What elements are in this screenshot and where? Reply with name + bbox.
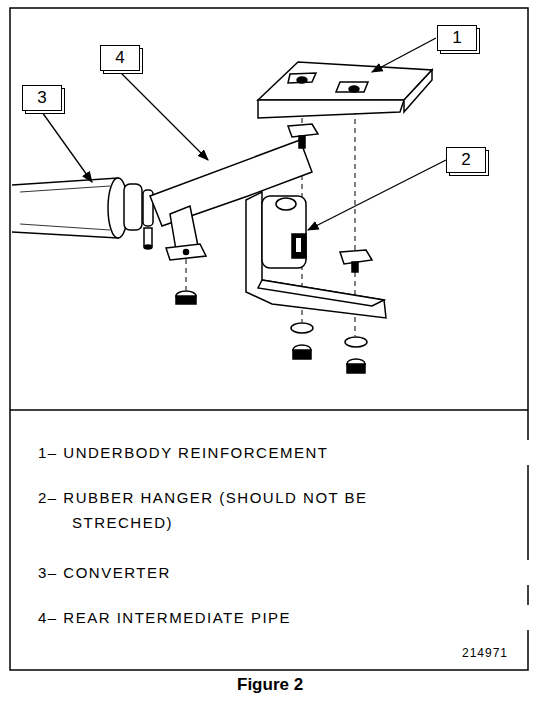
- leader-lines: [308, 160, 446, 230]
- underbody-reinforcement: [258, 100, 404, 118]
- converter: [144, 245, 152, 249]
- converter: [124, 184, 142, 230]
- hex-nuts: [293, 350, 311, 359]
- legend-line: 2– RUBBER HANGER (SHOULD NOT BE STRECHED…: [38, 485, 402, 535]
- hex-nuts: [176, 291, 367, 373]
- callout-box: 4: [100, 45, 140, 71]
- callout-number: 1: [452, 28, 461, 48]
- rear-intermediate-pipe: [184, 250, 189, 255]
- clip-nuts: [288, 124, 372, 272]
- legend-line: 4– REAR INTERMEDIATE PIPE: [38, 605, 542, 630]
- callout-box: 1: [437, 25, 477, 51]
- rubber-hanger: [246, 192, 386, 318]
- hex-nuts: [176, 296, 196, 304]
- rubber-hanger: [258, 280, 384, 306]
- underbody-reinforcement: [297, 77, 307, 83]
- converter: [12, 178, 153, 249]
- converter: [12, 178, 118, 238]
- underbody-reinforcement: [336, 82, 368, 92]
- underbody-reinforcement: [288, 73, 316, 83]
- leader-lines: [120, 72, 208, 160]
- pipe-bracket-tab: [166, 244, 206, 260]
- callout-box: 2: [446, 147, 486, 173]
- underbody-reinforcement: [404, 70, 432, 112]
- dashed-bolt-lines: [355, 92, 356, 250]
- flange-bolt: [144, 228, 152, 246]
- callout-number: 4: [115, 48, 124, 68]
- hex-nuts: [291, 323, 313, 333]
- leader-lines: [42, 38, 446, 230]
- callout-number: 3: [37, 88, 46, 108]
- rubber-hanger: [246, 192, 386, 318]
- leader-lines: [372, 38, 436, 72]
- clip-nuts: [352, 262, 358, 272]
- legend-line: 3– CONVERTER: [38, 560, 542, 585]
- hex-nuts: [345, 337, 367, 347]
- clip-nuts: [288, 124, 318, 137]
- figure-number: 214971: [462, 641, 508, 666]
- figure-caption: Figure 2: [237, 675, 303, 695]
- hanger-stud: [292, 234, 306, 258]
- hex-nuts: [347, 364, 365, 373]
- rubber-hanger: [296, 238, 301, 252]
- clip-nuts: [299, 136, 305, 148]
- pipe-bracket: [170, 206, 198, 250]
- callout-box: 3: [22, 85, 62, 111]
- frame: [10, 409, 528, 411]
- rubber-block: [262, 196, 306, 268]
- callout-number: 2: [461, 150, 470, 170]
- underbody-reinforcement: [258, 62, 432, 118]
- legend-line: 1– UNDERBODY REINFORCEMENT: [38, 440, 542, 465]
- underbody-reinforcement: [349, 86, 359, 92]
- leader-lines: [42, 112, 92, 182]
- converter: [20, 186, 110, 230]
- underbody-reinforcement: [258, 62, 432, 100]
- rubber-hanger: [276, 198, 296, 210]
